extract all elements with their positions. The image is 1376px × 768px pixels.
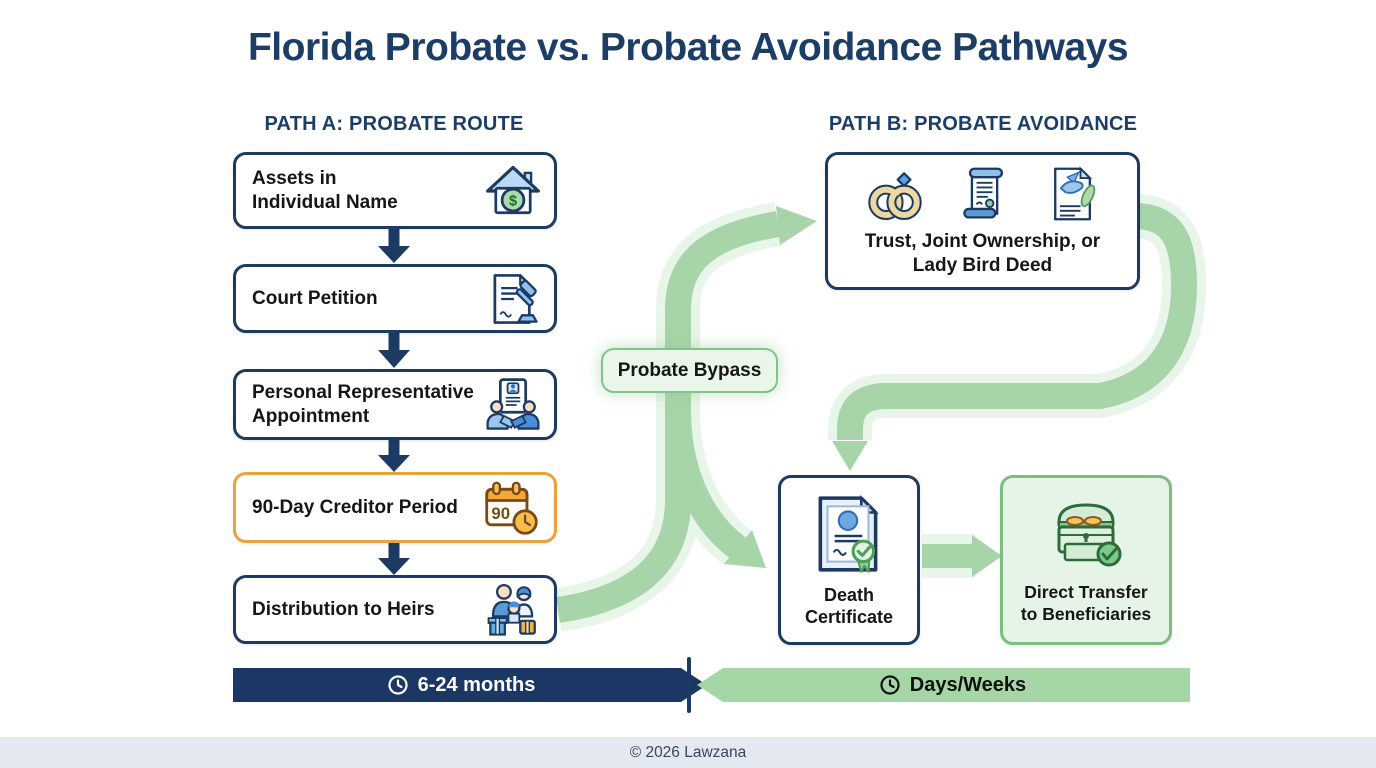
bypass-arrow-to-death-certificate	[665, 409, 766, 568]
clock-icon	[387, 674, 409, 696]
arrowhead-down	[832, 441, 868, 471]
step-label: 90-Day Creditor Period	[252, 496, 458, 518]
treasure-chest-icon	[1057, 503, 1122, 567]
step-connectors	[378, 226, 410, 575]
death-certificate-label: Death Certificate	[804, 584, 894, 628]
direct-transfer-box: Direct Transfer to Beneficiaries	[1000, 475, 1172, 645]
step-label: Distribution to Heirs	[252, 598, 435, 620]
copyright-text: © 2026 Lawzana	[629, 743, 747, 761]
wedding-rings-icon	[867, 171, 922, 220]
step-label: Court Petition	[252, 287, 378, 309]
direct-transfer-label: Direct Transfer to Beneficiaries	[1020, 582, 1152, 624]
house-dollar-icon: $	[486, 165, 540, 214]
death-to-transfer-arrow	[922, 535, 1002, 577]
handshake-document-icon	[486, 377, 540, 430]
step-distribution-heirs: Distribution to Heirs	[233, 575, 557, 644]
timeline-avoidance-label: Days/Weeks	[909, 673, 1027, 696]
footer-bar: © 2026 Lawzana	[0, 737, 1376, 768]
arrowhead-to-trust	[776, 206, 817, 245]
timeline-probate: 6-24 months	[233, 668, 707, 702]
scroll-icon	[962, 167, 1003, 219]
trust-loop-arrow	[832, 203, 1198, 471]
step-court-petition: Court Petition	[233, 264, 557, 333]
timeline-divider	[687, 657, 691, 713]
arrowhead-branch	[724, 530, 766, 568]
step-label: Personal Representative Appointment	[252, 382, 474, 427]
deed-dove-icon	[1053, 166, 1095, 221]
path-a-header: PATH A: PROBATE ROUTE	[264, 113, 524, 135]
trust-icons-row	[866, 165, 1100, 223]
family-gifts-icon	[487, 583, 536, 636]
trust-ownership-box: Trust, Joint Ownership, or Lady Bird Dee…	[825, 152, 1140, 290]
step-personal-representative: Personal Representative Appointment	[233, 369, 557, 440]
arrowhead-right	[972, 535, 1002, 577]
step-label: Assets in Individual Name	[252, 168, 398, 213]
step-creditor-period: 90-Day Creditor Period 90	[233, 472, 557, 543]
death-certificate-box: Death Certificate	[778, 475, 920, 645]
certificate-seal-icon	[818, 494, 879, 573]
timeline-probate-label: 6-24 months	[417, 673, 536, 696]
step-assets-individual-name: Assets in Individual Name $	[233, 152, 557, 229]
path-b-header: PATH B: PROBATE AVOIDANCE	[828, 113, 1138, 135]
document-gavel-icon	[493, 273, 538, 324]
page-title: Florida Probate vs. Probate Avoidance Pa…	[247, 26, 1129, 69]
timeline-avoidance: Days/Weeks	[697, 668, 1190, 702]
trust-box-label: Trust, Joint Ownership, or Lady Bird Dee…	[864, 230, 1101, 276]
calendar-90-clock-icon: 90	[485, 481, 538, 535]
bypass-arrow-to-trust	[556, 206, 817, 623]
probate-bypass-label: Probate Bypass	[601, 348, 778, 393]
ninety-badge: 90	[491, 504, 510, 523]
dollar-badge: $	[509, 193, 517, 209]
clock-icon	[880, 675, 900, 695]
